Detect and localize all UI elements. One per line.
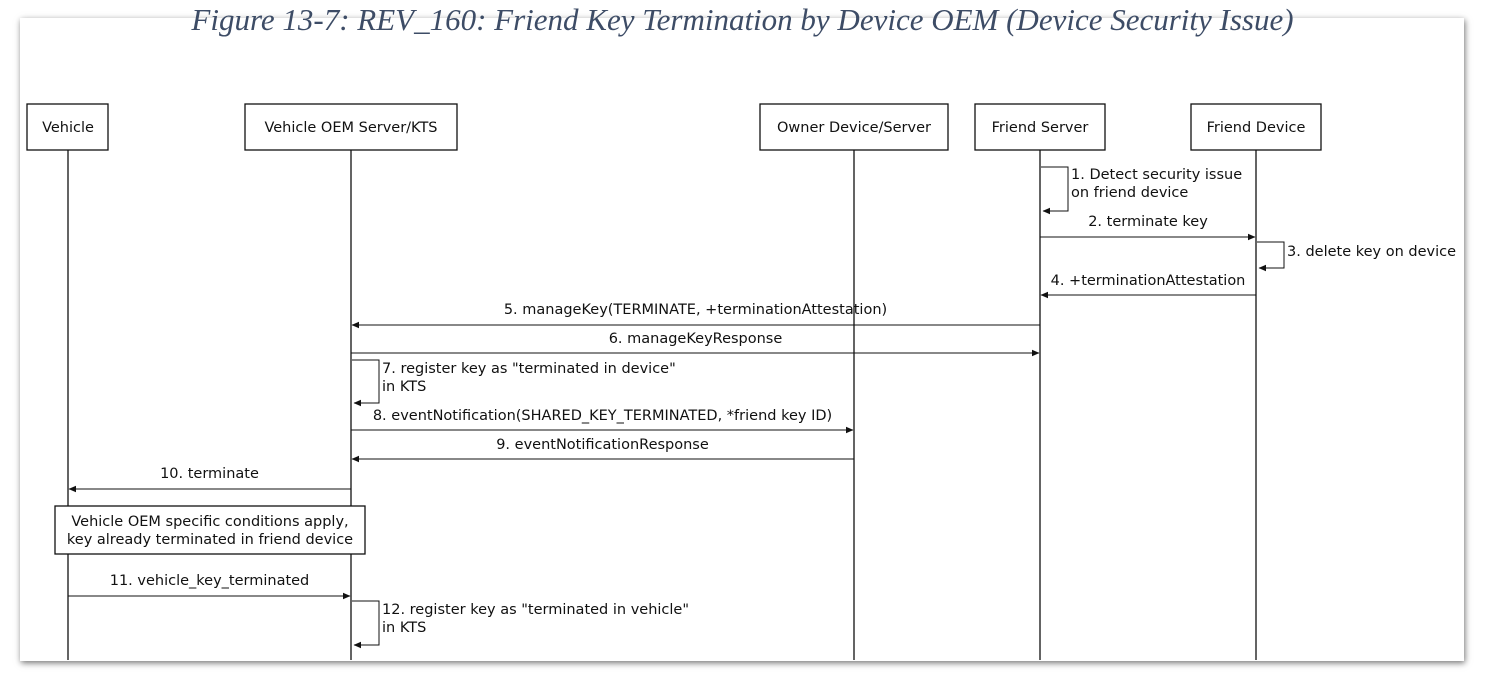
messages: 1. Detect security issue on friend device… — [68, 166, 1456, 649]
self-arrow-m7 — [352, 359, 380, 407]
message-label-m6: 6. manageKeyResponse — [609, 331, 783, 347]
figure-title: Figure 13-7: REV_160: Friend Key Termina… — [191, 2, 1294, 37]
participant-boxes: Vehicle Vehicle OEM Server/KTS Owner Devic… — [26, 103, 1322, 151]
lifelines — [67, 150, 1257, 660]
self-arrow-m3 — [1257, 241, 1285, 272]
message-m9: 9. eventNotificationResponse — [351, 437, 854, 463]
message-label-m1: 1. Detect security issue — [1071, 167, 1242, 183]
message-m8: 8. eventNotification(SHARED_KEY_TERMINAT… — [351, 408, 854, 434]
message-m3: 3. delete key on device — [1257, 241, 1456, 272]
message-m4: 4. +terminationAttestation — [1040, 273, 1256, 299]
participant-box-kts — [244, 103, 458, 151]
participant-box-owner — [759, 103, 949, 151]
message-label-m12: 12. register key as "terminated in vehic… — [382, 602, 689, 618]
message-m5: 5. manageKey(TERMINATE, +terminationAtte… — [351, 302, 1040, 329]
participant-label-kts: Vehicle OEM Server/KTS — [264, 120, 437, 136]
participant-box-vehicle — [26, 103, 109, 151]
self-arrow-m1 — [1041, 166, 1069, 215]
message-label-m11: 11. vehicle_key_terminated — [110, 573, 310, 589]
participant-label-vehicle: Vehicle — [42, 120, 94, 136]
message-label-m1-line2: on friend device — [1071, 185, 1188, 201]
message-label-m3: 3. delete key on device — [1287, 244, 1456, 260]
note-box — [54, 505, 366, 555]
note-line-1: Vehicle OEM specific conditions apply, — [71, 514, 348, 530]
message-label-m7-line2: in KTS — [382, 379, 426, 395]
participant-label-friend_server: Friend Server — [992, 120, 1089, 136]
message-label-m9: 9. eventNotificationResponse — [496, 437, 709, 453]
participant-label-owner: Owner Device/Server — [777, 120, 931, 136]
note-line-2: key already terminated in friend device — [67, 532, 353, 548]
self-arrow-m12 — [352, 600, 380, 649]
message-label-m2: 2. terminate key — [1088, 214, 1208, 230]
message-m7: 7. register key as "terminated in device… — [352, 359, 676, 407]
participant-label-friend_device: Friend Device — [1207, 120, 1306, 136]
message-m1: 1. Detect security issue on friend device — [1041, 166, 1242, 215]
message-label-m12-line2: in KTS — [382, 620, 426, 636]
message-label-m8: 8. eventNotification(SHARED_KEY_TERMINAT… — [373, 408, 832, 424]
participant-box-friend_server — [974, 103, 1106, 151]
participant-box-friend_device — [1190, 103, 1322, 151]
message-label-m7: 7. register key as "terminated in device… — [382, 361, 676, 377]
note-group: Vehicle OEM specific conditions apply, ke… — [54, 505, 366, 555]
message-label-m5: 5. manageKey(TERMINATE, +terminationAtte… — [504, 302, 887, 318]
message-label-m10: 10. terminate — [160, 466, 259, 482]
message-m12: 12. register key as "terminated in vehic… — [352, 600, 689, 649]
message-m6: 6. manageKeyResponse — [351, 331, 1040, 357]
message-label-m4: 4. +terminationAttestation — [1051, 273, 1246, 289]
message-m11: 11. vehicle_key_terminated — [68, 573, 351, 600]
message-m2: 2. terminate key — [1040, 214, 1256, 241]
message-m10: 10. terminate — [68, 466, 351, 493]
